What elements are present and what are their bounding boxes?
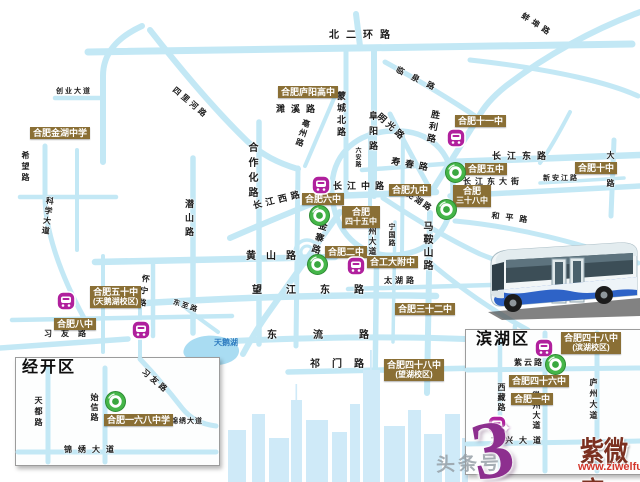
bus-illustration	[488, 242, 640, 320]
city-skyline	[228, 350, 468, 482]
inset-binhu-district	[465, 329, 640, 475]
inset-jingkai-district	[15, 357, 220, 466]
